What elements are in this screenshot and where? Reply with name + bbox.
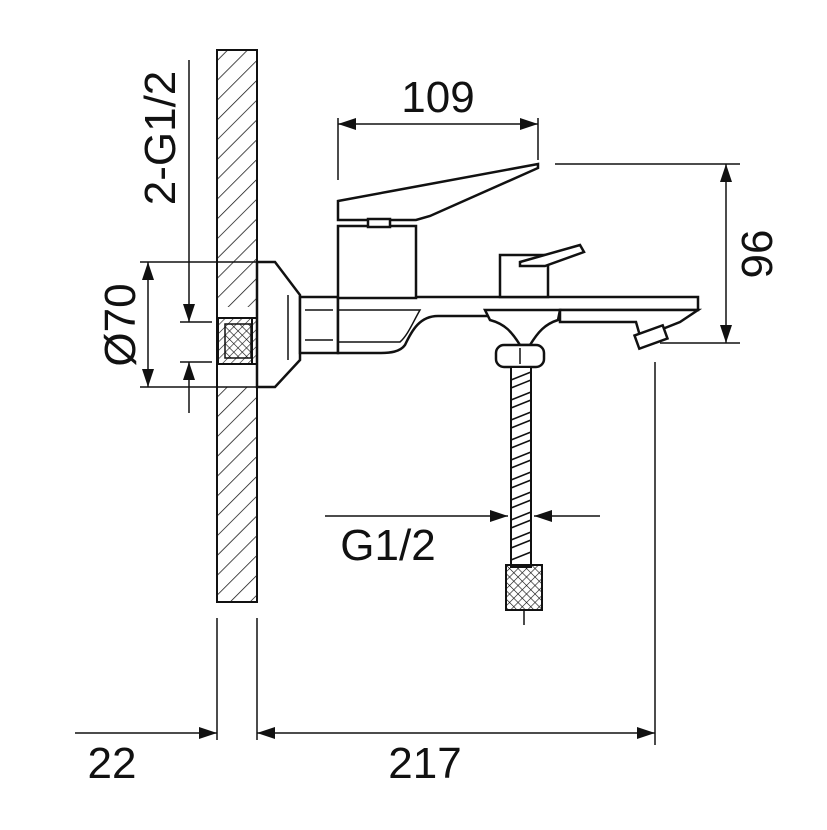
dimension-96: 96	[555, 163, 782, 344]
dimension-diameter-70: Ø70	[96, 261, 257, 388]
lever-handle	[336, 162, 540, 300]
dimension-hose-thread: G1/2	[325, 510, 600, 570]
dimension-bottom: 22 217	[75, 362, 656, 788]
dimension-thread-inlet: 2-G1/2	[136, 60, 212, 413]
diverter-knob	[498, 243, 586, 299]
dimension-hose-thread-label: G1/2	[340, 521, 435, 570]
dimension-217-label: 217	[388, 739, 461, 788]
wall-fitting	[217, 260, 340, 389]
dimension-96-label: 96	[733, 230, 782, 279]
dimension-109: 109	[337, 73, 539, 180]
dimension-22-label: 22	[88, 739, 137, 788]
dimension-109-label: 109	[401, 73, 474, 122]
dimension-thread-inlet-label: 2-G1/2	[136, 71, 185, 206]
faucet-body	[336, 295, 703, 369]
dimension-diameter-70-label: Ø70	[96, 283, 145, 366]
shower-hose	[505, 366, 543, 625]
